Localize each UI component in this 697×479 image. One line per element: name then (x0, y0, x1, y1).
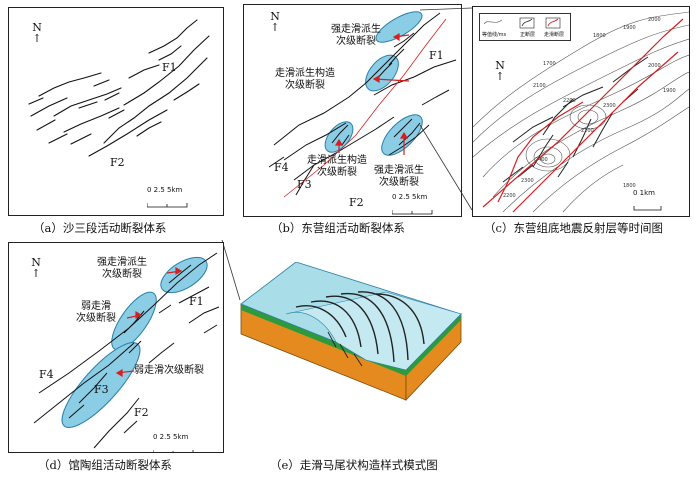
annotation-strike-slip-mid: 走滑派生构造 次级断裂 (275, 68, 335, 91)
panel-a-fault-lines (28, 19, 210, 157)
fault-label-f2: F2 (110, 156, 125, 169)
north-arrow: N ↑ (31, 256, 41, 280)
contour-label: 2300 (603, 103, 616, 109)
contour-label: 2300 (521, 178, 534, 184)
block-diagram (240, 261, 462, 402)
annotation-strike-slip-low: 走滑派生构造 次级断裂 (307, 155, 367, 178)
fault-label-f3: F3 (94, 383, 109, 396)
panel-c-isochron-map: 1700 1800 1900 2000 2100 2200 2300 2000 … (472, 6, 690, 217)
legend-strike-slip-fault: 走滑断层 (544, 32, 565, 38)
fault-label-f1: F1 (162, 61, 177, 74)
strike-slip-fault-lines (482, 18, 684, 213)
caption-c: （c）东营组底地震反射层等时间图 (484, 221, 663, 235)
annotation-weak-top: 弱走滑 次级断裂 (76, 301, 116, 324)
annotation-strong-low: 强走滑派生 次级断裂 (374, 165, 424, 188)
contour-label: 2100 (533, 83, 546, 89)
caption-e: （e）走滑马尾状构造样式模式图 (270, 458, 438, 472)
contour-label: 2000 (648, 17, 661, 23)
fault-label-f4: F4 (274, 161, 289, 174)
fault-label-f2: F2 (134, 406, 149, 419)
annotation-strong-top: 强走滑派生 次级断裂 (331, 24, 381, 47)
panel-e-block-model (236, 261, 466, 452)
north-arrow: N ↑ (32, 21, 42, 45)
contour-label: 1900 (623, 25, 636, 31)
legend: 等值线/ms 正断层 走滑断层 (479, 13, 571, 41)
panel-d-map: N ↑ 强走滑派生 次级断裂 弱走滑 次级断裂 弱走滑次级断裂 F1 F4 F3… (8, 242, 224, 453)
panel-b-map: N ↑ 强走滑派生 次级断裂 走滑派生构造 次级断裂 走滑派生构造 次级断裂 强… (243, 4, 462, 217)
contour-label: 2000 (648, 63, 661, 69)
panel-b-fault-lines (268, 11, 457, 198)
strike-slip-trace (283, 18, 447, 198)
ellipse-strong (160, 256, 208, 294)
caption-a: （a）沙三段活动断裂体系 (33, 221, 167, 235)
scale-bar: 0 2.5 5km (391, 193, 437, 216)
contour-label: 2200 (503, 193, 516, 199)
annotation-weak-low: 弱走滑次级断裂 (134, 365, 204, 376)
scale-bar: 0 1km (633, 189, 665, 216)
ellipse-weak-top (111, 291, 157, 351)
fault-label-f2: F2 (349, 196, 364, 209)
panel-c-contours: 1700 1800 1900 2000 2100 2200 2300 2000 … (473, 11, 689, 213)
panel-a-map: N ↑ F1 F2 0 2.5 5km (8, 7, 224, 216)
contour-label: 1900 (663, 88, 676, 94)
ellipse-low-right (381, 114, 423, 156)
caption-d: （d）馆陶组活动断裂体系 (38, 458, 172, 472)
contour-label: 1800 (593, 33, 606, 39)
contour-label: 2200 (563, 98, 576, 104)
scale-bar: 0 2.5 5km (152, 433, 198, 452)
contour-label: 2100 (581, 128, 594, 134)
ellipse-strong-top (375, 11, 423, 43)
fault-label-f4: F4 (39, 368, 54, 381)
annotation-strong: 强走滑派生 次级断裂 (97, 257, 147, 280)
fault-label-f1: F1 (189, 295, 204, 308)
contour-label: 1800 (623, 183, 636, 189)
caption-b: （b）东营组活动断裂体系 (271, 221, 405, 235)
contour-label: 1700 (543, 61, 556, 67)
legend-contour: 等值线/ms (482, 32, 507, 38)
scale-bar: 0 2.5 5km (146, 186, 192, 213)
north-arrow: N ↑ (495, 59, 505, 83)
fault-label-f3: F3 (297, 178, 312, 191)
north-arrow: N ↑ (270, 10, 280, 34)
panel-d-fault-lines (33, 252, 220, 449)
contour-label: 2400 (535, 157, 548, 163)
fault-label-f1: F1 (429, 49, 444, 62)
legend-normal-fault: 正断层 (520, 32, 536, 38)
